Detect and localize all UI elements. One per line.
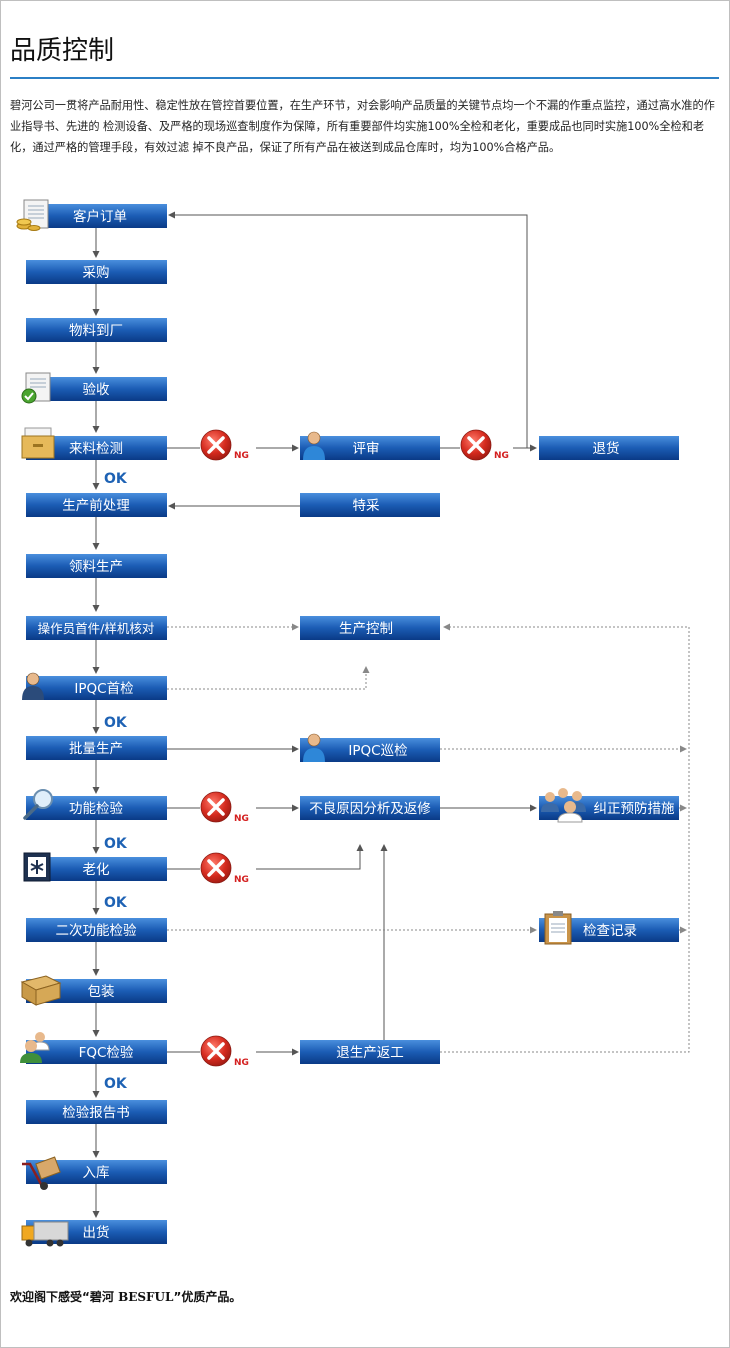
footer-suffix: ”优质产品。: [173, 1290, 242, 1304]
node-fqc: FQC检验: [26, 1040, 167, 1064]
ok-label: OK: [104, 471, 128, 487]
ng-label: NG: [234, 875, 249, 885]
node-rework-label: 退生产返工: [336, 1045, 404, 1061]
group-icon: [541, 788, 586, 823]
ng-label: NG: [234, 451, 249, 461]
node-defect-label: 不良原因分析及返修: [309, 801, 431, 817]
page-title: 品质控制: [10, 36, 115, 66]
node-prod-control: 生产控制: [300, 616, 440, 640]
node-first-check: 操作员首件/样机核对: [26, 616, 167, 640]
node-report-label: 检验报告书: [62, 1105, 130, 1121]
node-arrival: 物料到厂: [26, 318, 167, 342]
node-aging-label: 老化: [83, 862, 110, 878]
node-order: 客户订单: [26, 204, 167, 228]
node-return-goods-label: 退货: [593, 440, 620, 457]
footer-brand: BESFUL: [118, 1290, 174, 1304]
node-review-label: 评审: [353, 441, 380, 457]
node-return-goods: 退货: [539, 436, 679, 460]
inbox-tray-icon: [21, 427, 55, 459]
node-preprocess-label: 生产前处理: [62, 497, 130, 514]
node-pick: 领料生产: [26, 554, 167, 578]
node-pick-label: 领料生产: [69, 559, 123, 575]
dashed-connectors: [167, 623, 690, 1053]
node-batch-label: 批量生产: [69, 741, 123, 757]
node-rework: 退生产返工: [300, 1040, 440, 1064]
node-ipqc-first: IPQC首检: [26, 676, 167, 700]
ok-label: OK: [104, 715, 128, 731]
ok-label: OK: [104, 836, 128, 852]
clipboard-icon: [544, 911, 572, 945]
title-underline: [10, 77, 719, 79]
ng-label: NG: [234, 814, 249, 824]
ok-label: OK: [104, 895, 128, 911]
person-icon: [303, 431, 325, 460]
node-arrival-label: 物料到厂: [69, 323, 123, 339]
node-purchase: 采购: [26, 260, 167, 284]
node-packing-label: 包装: [88, 984, 115, 1000]
ng-marker: NG: [200, 1035, 249, 1068]
node-receive-label: 验收: [83, 382, 110, 398]
ok-label: OK: [104, 1076, 128, 1092]
ng-marker: NG: [200, 852, 249, 885]
intro-paragraph: 碧河公司一贯将产品耐用性、稳定性放在管控首要位置，在生产环节，对会影响产品质量的…: [10, 99, 715, 154]
node-corrective: 纠正预防措施: [539, 796, 679, 820]
node-ipqc-patrol-label: IPQC巡检: [348, 743, 408, 759]
node-defect: 不良原因分析及返修: [300, 796, 440, 820]
node-incoming-label: 来料检测: [69, 441, 123, 457]
node-ipqc-first-label: IPQC首检: [74, 681, 134, 697]
node-fqc-label: FQC检验: [79, 1045, 134, 1061]
node-second-test-label: 二次功能检验: [56, 923, 137, 939]
footer-slogan: 欢迎阁下感受“碧河 BESFUL”优质产品。: [10, 1288, 241, 1305]
ng-marker: NG: [200, 429, 249, 461]
node-batch: 批量生产: [26, 736, 167, 760]
node-preprocess: 生产前处理: [26, 493, 167, 517]
ng-label: NG: [494, 451, 509, 461]
node-second-test: 二次功能检验: [26, 918, 167, 942]
aging-chamber-icon: [23, 852, 51, 882]
footer-prefix: 欢迎阁下感受“碧河: [10, 1290, 119, 1304]
node-prod-control-label: 生产控制: [339, 621, 393, 637]
node-corrective-label: 纠正预防措施: [594, 801, 675, 817]
node-records-label: 检查记录: [583, 923, 637, 939]
document-check-icon: [21, 372, 51, 404]
ng-label: NG: [234, 1058, 249, 1068]
ng-marker: NG: [200, 791, 249, 824]
document-coins-icon: [16, 199, 49, 231]
truck-icon: [21, 1221, 69, 1247]
magnifier-icon: [23, 789, 53, 820]
cardboard-box-icon: [20, 975, 62, 1006]
node-func-test-label: 功能检验: [69, 801, 123, 817]
node-special: 特采: [300, 493, 440, 517]
node-special-label: 特采: [353, 498, 380, 514]
node-order-label: 客户订单: [73, 208, 127, 225]
node-report: 检验报告书: [26, 1100, 167, 1124]
node-shipping-label: 出货: [83, 1224, 110, 1241]
ng-marker: NG: [460, 429, 509, 461]
connectors: [92, 211, 537, 1218]
node-purchase-label: 采购: [83, 265, 110, 281]
node-storage-label: 入库: [83, 1165, 110, 1181]
node-first-check-label: 操作员首件/样机核对: [38, 621, 155, 636]
user-icon: [22, 672, 44, 700]
hand-truck-icon: [22, 1156, 61, 1190]
person-icon: [303, 733, 325, 762]
two-users-icon: [20, 1032, 50, 1063]
